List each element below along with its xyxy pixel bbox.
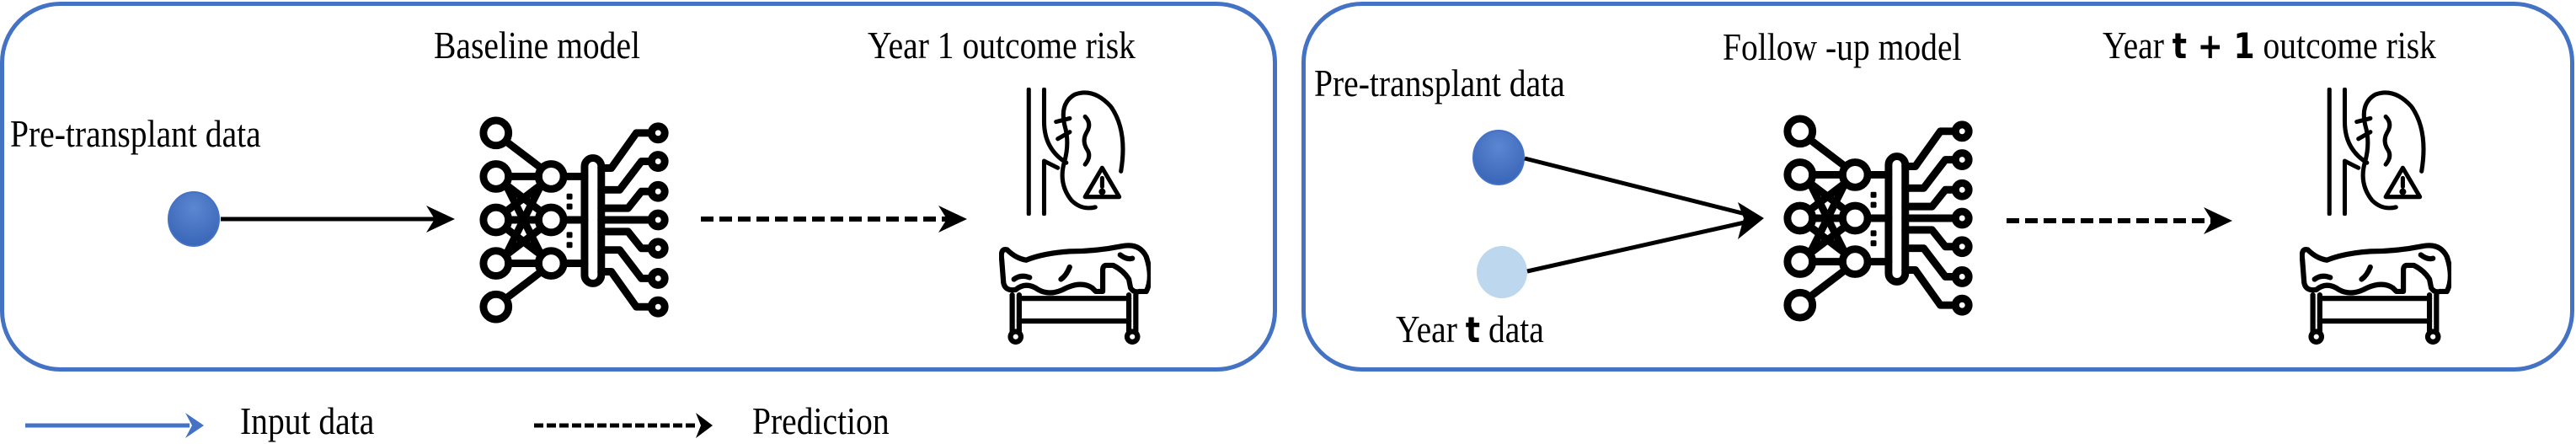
kidney-warning-icon (1018, 88, 1136, 216)
input-arrowhead (426, 206, 455, 233)
baseline-output-label: Year 1 outcome risk (868, 26, 1136, 65)
legend-prediction-arrowhead (696, 413, 713, 438)
output-label-prefix: Year (2103, 24, 2172, 67)
prediction-arrowhead (938, 206, 967, 233)
followup-model-label: Follow -up model (1723, 25, 1962, 68)
output-label-prefix: Year (868, 24, 938, 67)
follow-up-panel (1301, 2, 2574, 372)
baseline-input-label: Pre-transplant data (10, 112, 261, 155)
legend-input-label: Input data (240, 399, 375, 442)
neural-network-icon (1781, 113, 1983, 324)
prediction-arrowhead (2204, 207, 2232, 234)
output-label-year: 1 (937, 24, 954, 67)
output-label-suffix: outcome risk (954, 24, 1136, 67)
year-t-variable: t (1465, 309, 1481, 350)
year-t-input-dot (1477, 246, 1527, 298)
kidney-warning-icon (2318, 88, 2436, 216)
patient-bed-icon (999, 241, 1151, 345)
baseline-model-label: Baseline model (434, 24, 640, 67)
output-label-suffix: outcome risk (2254, 24, 2436, 67)
output-label-time: t + 1 (2172, 25, 2255, 67)
input-arrow-line (1524, 156, 1753, 218)
input-arrowhead (1738, 202, 1764, 239)
followup-output-label: Year t + 1 outcome risk (2103, 26, 2436, 65)
legend-input-arrowhead (185, 413, 204, 438)
input-arrow-line (1526, 218, 1753, 274)
pretransplant-input-dot (1472, 130, 1525, 185)
pretransplant-input-dot (168, 191, 220, 247)
legend-prediction-label: Prediction (752, 399, 890, 442)
neural-network-icon (477, 115, 679, 325)
patient-bed-icon (2300, 241, 2451, 345)
year-t-prefix: Year (1396, 308, 1466, 350)
year-t-suffix: data (1480, 308, 1544, 350)
year-t-data-label: Year t data (1396, 310, 1544, 349)
followup-pretransplant-label: Pre-transplant data (1314, 62, 1565, 104)
